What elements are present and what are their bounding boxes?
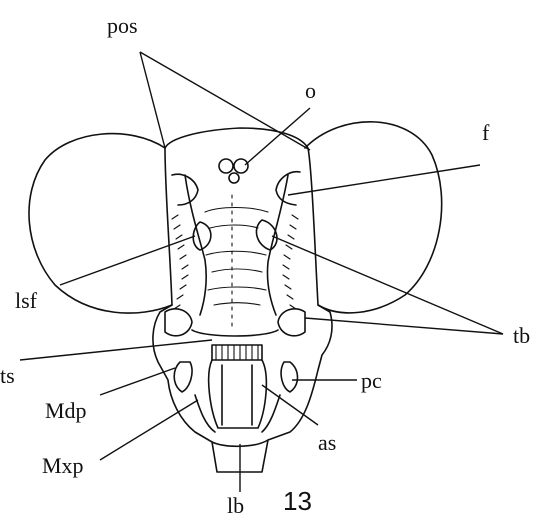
label-ts: ts	[0, 363, 15, 388]
right-compound-eye	[305, 122, 442, 313]
lateral-setae	[172, 215, 298, 309]
figure-number: 13	[283, 486, 312, 516]
label-f: f	[482, 120, 490, 145]
left-compound-eye	[29, 134, 172, 313]
label-mxp: Mxp	[42, 453, 84, 478]
label-lsf: lsf	[15, 288, 38, 313]
ocelli	[219, 159, 248, 183]
label-pos: pos	[107, 13, 138, 38]
frons	[172, 172, 300, 330]
label-as: as	[318, 430, 336, 455]
label-pc: pc	[361, 368, 382, 393]
label-o: o	[305, 78, 316, 103]
head-capsule-outline	[153, 128, 332, 472]
label-lb: lb	[227, 493, 244, 518]
label-mdp: Mdp	[45, 398, 87, 423]
clypeus	[165, 309, 305, 336]
label-tb: tb	[513, 323, 530, 348]
